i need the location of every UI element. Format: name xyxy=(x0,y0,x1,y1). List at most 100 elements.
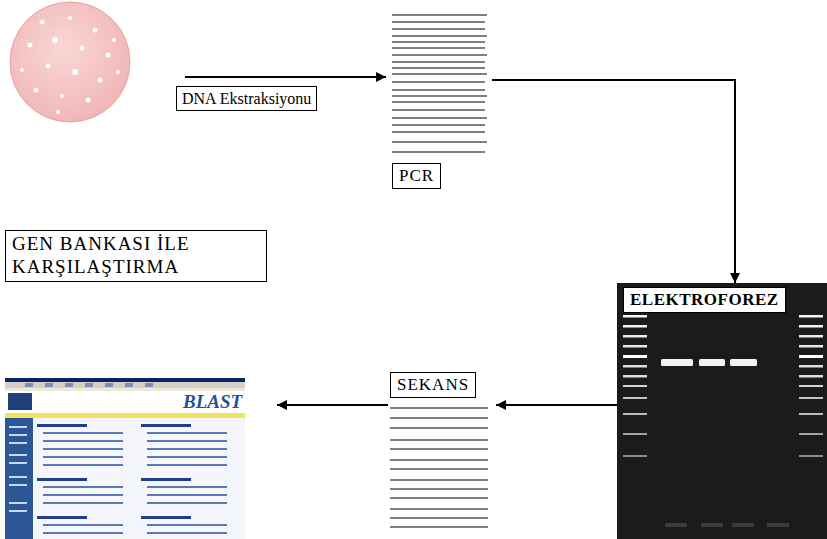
section-heading xyxy=(37,516,87,519)
ladder-band xyxy=(623,433,647,435)
dna-strand xyxy=(392,21,485,23)
link-text xyxy=(43,440,123,442)
page-content xyxy=(33,418,245,539)
window-frame xyxy=(5,378,245,539)
sequence-line xyxy=(390,488,488,490)
link-text xyxy=(147,448,227,450)
step-label: DNA Ekstraksiyonu xyxy=(176,86,317,111)
ladder-band xyxy=(799,455,823,457)
link-text xyxy=(147,464,227,466)
dna-strand xyxy=(392,117,487,119)
toolbar-icon xyxy=(65,383,73,387)
ladder-band xyxy=(623,375,647,378)
toolbar-icon xyxy=(45,383,53,387)
ladder-band xyxy=(799,335,823,338)
sequence-lines xyxy=(390,408,488,527)
toolbar-icon xyxy=(105,383,113,387)
dna-ladder xyxy=(799,315,823,457)
sequence-line xyxy=(390,448,488,450)
sidebar-link xyxy=(9,502,27,504)
dna-strand xyxy=(392,81,485,83)
sidebar-link xyxy=(9,426,27,428)
blast-screenshot xyxy=(5,378,245,539)
primer-dimer xyxy=(701,523,723,527)
link-text xyxy=(43,456,123,458)
link-text xyxy=(43,464,123,466)
pcr-step: PCR xyxy=(392,12,492,202)
link-text xyxy=(43,524,123,526)
dish-plate xyxy=(10,2,130,122)
link-text xyxy=(147,524,227,526)
ladder-band xyxy=(623,325,647,328)
link-text xyxy=(147,486,227,488)
link-text xyxy=(147,494,227,496)
dna-strand xyxy=(392,67,485,69)
primer-dimer xyxy=(767,523,789,527)
link-text xyxy=(147,532,227,534)
electrophoresis-step: ELEKTROFOREZ xyxy=(617,283,827,539)
sequence-line xyxy=(390,526,488,528)
faint-bands xyxy=(665,523,789,527)
step-title: SEKANS xyxy=(390,372,476,398)
ladder-band xyxy=(623,365,647,368)
sidebar-link xyxy=(9,442,27,444)
section-heading xyxy=(141,516,191,519)
toolbar-icon xyxy=(85,383,93,387)
ladder-band xyxy=(623,385,647,387)
page-header xyxy=(5,391,245,413)
sequence-line xyxy=(390,497,488,499)
extraction-arrow xyxy=(185,76,386,78)
ladder-band xyxy=(623,397,647,399)
sidebar-link xyxy=(9,454,27,456)
toolbar-icon xyxy=(125,383,133,387)
ladder-band xyxy=(799,355,823,358)
sequence-line xyxy=(390,508,488,510)
dna-strand xyxy=(392,73,487,75)
link-text xyxy=(43,486,123,488)
dna-strand xyxy=(392,131,485,133)
header-strip xyxy=(5,413,245,418)
dna-strand xyxy=(392,54,487,56)
title-bar xyxy=(5,378,245,382)
link-text xyxy=(43,502,123,504)
sequence-line xyxy=(390,479,488,481)
dna-strand xyxy=(392,28,485,30)
sidebar-link xyxy=(9,434,27,436)
step-label-holder: DNA Ekstraksiyonu xyxy=(176,86,317,111)
ladder-band xyxy=(799,375,823,378)
ladder-band xyxy=(623,355,647,358)
sequence-line xyxy=(390,459,488,461)
dna-strand xyxy=(392,14,487,16)
dna-strands xyxy=(392,15,487,152)
sequence-line xyxy=(390,427,488,429)
genbank-step: GEN BANKASI İLE KARŞILAŞTIRMA xyxy=(5,230,277,539)
sidebar-link xyxy=(9,462,27,464)
ladder-band xyxy=(623,335,647,338)
dna-strand xyxy=(392,35,487,37)
sidebar-link xyxy=(9,476,27,478)
ladder-band xyxy=(799,413,823,415)
toolbar-icon xyxy=(25,383,33,387)
petri-dish xyxy=(10,2,130,122)
sequencing-step: SEKANS xyxy=(388,372,496,530)
sequence-line xyxy=(390,517,488,519)
product-band xyxy=(730,359,757,366)
dna-strand xyxy=(392,141,487,143)
toolbar-icon xyxy=(145,383,153,387)
ladder-band xyxy=(799,433,823,435)
sidebar xyxy=(5,418,33,539)
tool-bar xyxy=(5,382,245,388)
ladder-band xyxy=(799,365,823,368)
ladder-band xyxy=(799,345,823,348)
dna-strand xyxy=(392,61,485,63)
ladder-band xyxy=(799,315,823,318)
sidebar-link xyxy=(9,510,27,512)
electrophoresis-step-illustration xyxy=(617,283,827,539)
dna-strand xyxy=(392,124,485,126)
ladder-band xyxy=(623,455,647,457)
sequence-line xyxy=(390,439,488,441)
dna-strand xyxy=(392,95,487,97)
dna-strand xyxy=(392,89,485,91)
ladder-band xyxy=(799,325,823,328)
